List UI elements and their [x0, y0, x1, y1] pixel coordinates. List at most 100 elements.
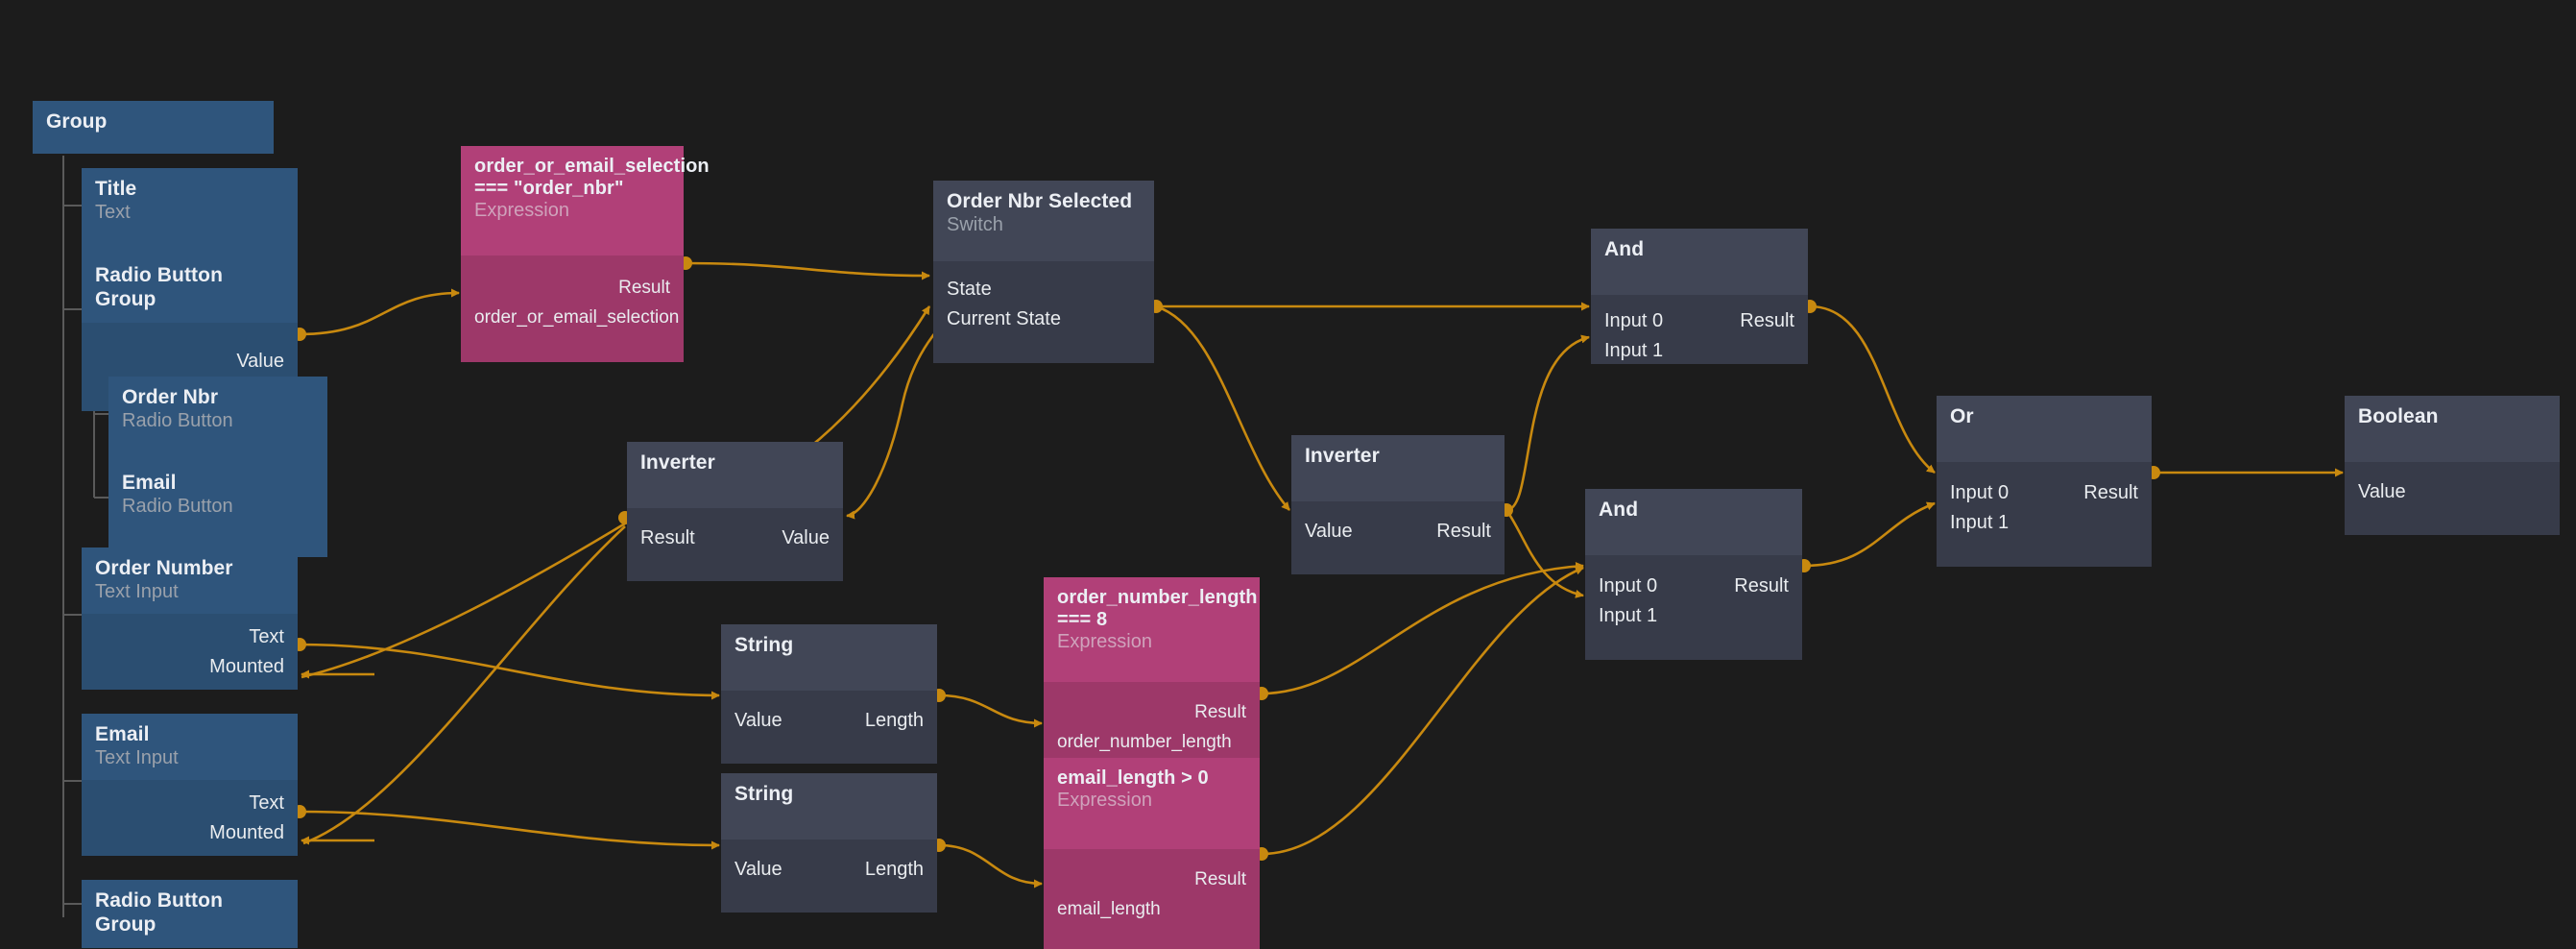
node-header: And — [1591, 229, 1808, 295]
node-body: Input 0 Result Input 1 — [1585, 555, 1802, 660]
port-out-result[interactable]: Result — [1734, 575, 1789, 596]
node-title: Order Nbr Selected — [947, 190, 1133, 212]
port-out-result[interactable]: Result — [2083, 482, 2138, 503]
node-header: Order Nbr Radio Button — [108, 377, 327, 472]
node-title: Order Nbr — [122, 386, 219, 408]
node-title-text[interactable]: Title Text — [82, 168, 298, 263]
node-subtitle: Radio Button — [122, 409, 233, 431]
port-out-text[interactable]: Text — [249, 626, 284, 648]
port-out-result[interactable]: Result — [1194, 869, 1246, 889]
node-title: Title — [95, 178, 137, 200]
port-in-mounted[interactable]: Mounted — [209, 656, 284, 678]
node-header: order_number_length=== 8 Expression — [1044, 577, 1260, 682]
node-header: email_length > 0 Expression — [1044, 758, 1260, 849]
port-in-state[interactable]: State — [947, 279, 992, 300]
node-title: And — [1599, 499, 1639, 521]
connection-edges — [293, 256, 2344, 888]
port-out-value[interactable]: Value — [236, 350, 284, 372]
node-string-2[interactable]: String Value Length — [721, 773, 937, 912]
port-row: Input 0 Result — [1591, 306, 1808, 336]
node-header: Or — [1937, 396, 2152, 462]
node-expression-email-length[interactable]: email_length > 0 Expression Result email… — [1044, 758, 1260, 949]
node-subtitle: Expression — [474, 200, 569, 222]
port-in-current-state[interactable]: Current State — [947, 308, 1061, 329]
node-title: Radio Button Group — [95, 889, 224, 936]
node-subtitle: Text — [95, 201, 131, 223]
port-in-input-1[interactable]: Input 1 — [1599, 605, 1658, 626]
node-switch-order-nbr-selected[interactable]: Order Nbr Selected Switch State Current … — [933, 181, 1154, 363]
node-radio-button-group[interactable]: Radio Button Group Value — [82, 255, 298, 411]
node-or[interactable]: Or Input 0 Result Input 1 — [1937, 396, 2152, 567]
port-row: Input 0 Result — [1585, 572, 1802, 601]
node-subtitle: Switch — [947, 213, 1003, 235]
port-in-input-0[interactable]: Input 0 — [1604, 310, 1664, 331]
port-in-input-1[interactable]: Input 1 — [1950, 512, 2010, 533]
node-email-radio[interactable]: Email Radio Button — [108, 462, 327, 557]
node-body: State Current State — [933, 261, 1154, 363]
port-in-order-or-email-selection[interactable]: order_or_email_selection — [474, 307, 680, 328]
node-group[interactable]: Group — [33, 101, 274, 154]
port-in-input-0[interactable]: Input 0 — [1599, 575, 1658, 596]
port-out-result[interactable]: Result — [618, 278, 670, 298]
node-radio-button-group-2[interactable]: Radio Button Group — [82, 880, 298, 948]
node-header: Order Nbr Selected Switch — [933, 181, 1154, 261]
node-title: Inverter — [640, 451, 715, 474]
node-title: order_number_length=== 8 — [1057, 587, 1258, 631]
node-title: Order Number — [95, 557, 233, 579]
port-row: Input 0 Result — [1937, 478, 2152, 508]
node-inverter-1[interactable]: Inverter Result Value — [627, 442, 843, 581]
node-body: Value Length — [721, 840, 937, 912]
node-subtitle: Expression — [1057, 631, 1152, 653]
node-title: Email — [95, 723, 150, 745]
node-subtitle: Radio Button — [122, 495, 233, 517]
node-body: Value Length — [721, 691, 937, 764]
node-header: order_or_email_selection === "order_nbr"… — [461, 146, 710, 256]
port-out-length[interactable]: Length — [864, 710, 924, 731]
port-row: Value Length — [721, 706, 937, 736]
port-in-email-length[interactable]: email_length — [1057, 899, 1161, 919]
node-title: Inverter — [1305, 445, 1380, 467]
node-inverter-2[interactable]: Inverter Value Result — [1291, 435, 1505, 574]
port-out-result[interactable]: Result — [640, 527, 695, 548]
node-and-2[interactable]: And Input 0 Result Input 1 — [1585, 489, 1802, 660]
node-body: Result Value — [627, 508, 843, 581]
node-header: Email Text Input — [82, 714, 298, 781]
node-header: And — [1585, 489, 1802, 555]
node-boolean[interactable]: Boolean Value — [2345, 396, 2560, 535]
node-header: Radio Button Group — [82, 880, 298, 948]
node-body: Text Mounted — [82, 780, 298, 857]
port-out-result[interactable]: Result — [1194, 702, 1246, 722]
port-in-value[interactable]: Value — [1305, 521, 1353, 542]
node-body: Input 0 Result Input 1 — [1937, 462, 2152, 567]
port-row: Result Value — [627, 523, 843, 553]
node-header: Inverter — [1291, 435, 1505, 501]
port-in-input-0[interactable]: Input 0 — [1950, 482, 2010, 503]
port-out-text[interactable]: Text — [249, 792, 284, 815]
node-title: email_length > 0 — [1057, 767, 1209, 789]
node-title: Or — [1950, 405, 1974, 427]
node-expression-order-or-email[interactable]: order_or_email_selection === "order_nbr"… — [461, 146, 710, 362]
node-subtitle: Expression — [1057, 790, 1152, 812]
node-order-nbr-radio[interactable]: Order Nbr Radio Button — [108, 377, 327, 472]
node-and-1[interactable]: And Input 0 Result Input 1 — [1591, 229, 1808, 364]
port-in-input-1[interactable]: Input 1 — [1604, 340, 1664, 361]
port-out-result[interactable]: Result — [1436, 521, 1491, 542]
port-out-length[interactable]: Length — [864, 859, 924, 880]
port-in-mounted[interactable]: Mounted — [209, 822, 284, 844]
node-string-1[interactable]: String Value Length — [721, 624, 937, 764]
node-title: Boolean — [2358, 405, 2439, 427]
node-header: Radio Button Group — [82, 255, 298, 323]
port-in-value[interactable]: Value — [734, 710, 782, 731]
port-out-result[interactable]: Result — [1740, 310, 1794, 331]
node-header: Title Text — [82, 168, 298, 263]
node-order-number-text-input[interactable]: Order Number Text Input Text Mounted — [82, 548, 298, 691]
node-expression-order-number-length[interactable]: order_number_length=== 8 Expression Resu… — [1044, 577, 1260, 782]
node-header: Boolean — [2345, 396, 2560, 462]
port-in-order-number-length[interactable]: order_number_length — [1057, 732, 1232, 752]
port-in-value[interactable]: Value — [2358, 481, 2406, 502]
port-in-value[interactable]: Value — [734, 859, 782, 880]
node-email-text-input[interactable]: Email Text Input Text Mounted — [82, 714, 298, 857]
node-body: Result email_length — [1044, 849, 1260, 949]
port-in-value[interactable]: Value — [782, 527, 830, 548]
